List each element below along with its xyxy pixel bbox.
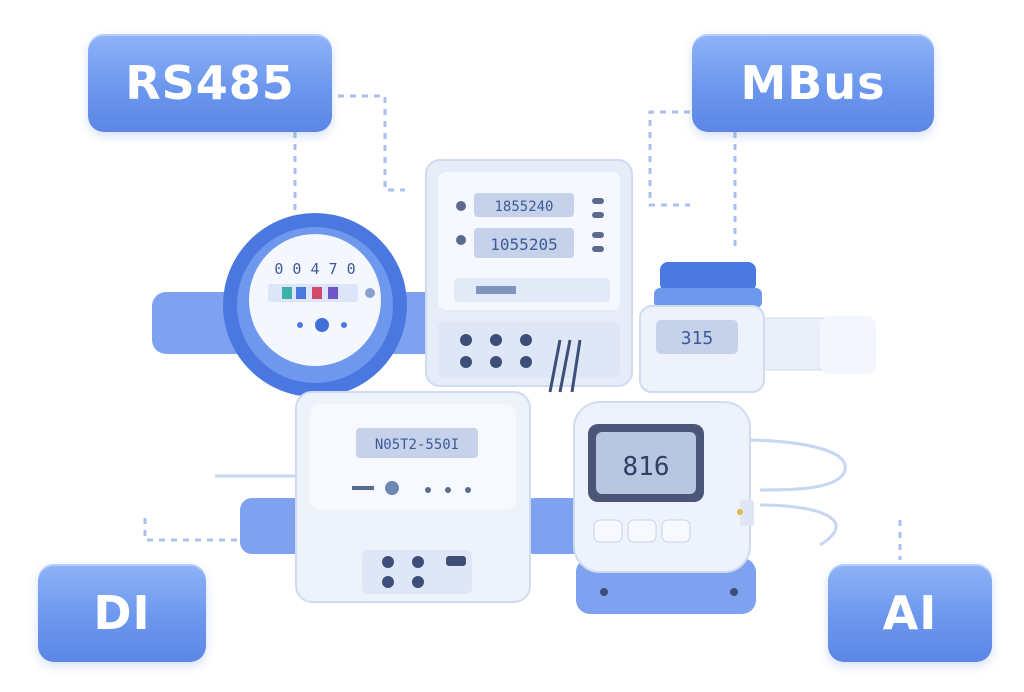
energy-meter-icon: 1855240 1055205 — [425, 159, 633, 393]
connector-lines — [143, 94, 902, 560]
flow-meter-icon: N05T2-550I — [240, 391, 586, 603]
label-mbus: MBus — [692, 34, 934, 132]
cable-right — [739, 438, 847, 492]
cabinet-bottom-readout: 1055205 — [490, 235, 557, 254]
connector-rs485-cabinet — [338, 94, 405, 192]
water-meter-icon: 0 0 4 7 0 — [152, 213, 440, 397]
label-di: DI — [38, 564, 206, 662]
valve-meter-icon: 315 — [639, 262, 876, 393]
cable-right-2 — [759, 503, 838, 547]
water-meter-dial-digits: 0 0 4 7 0 — [274, 260, 355, 278]
connector-di — [143, 518, 240, 542]
sensor-readout: 816 — [623, 452, 670, 482]
label-rs485: RS485 — [88, 34, 332, 132]
valve-readout: 315 — [681, 328, 714, 349]
cabinet-top-readout: 1855240 — [494, 199, 553, 215]
label-ai: AI — [828, 564, 992, 662]
sensor-display-icon: 816 — [573, 401, 756, 614]
flow-meter-readout: N05T2-550I — [375, 437, 459, 453]
connector-mbus-cabinet — [648, 110, 690, 207]
